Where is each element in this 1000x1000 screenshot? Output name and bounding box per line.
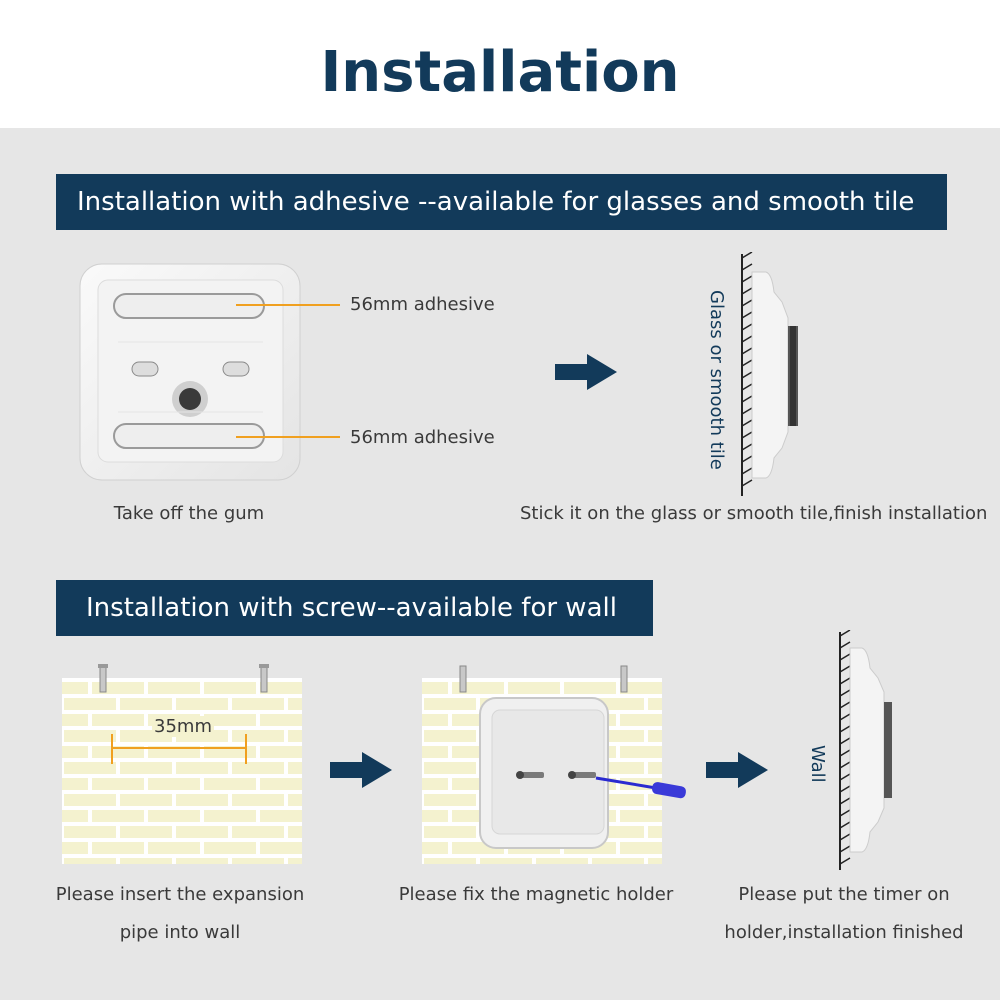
page-title: Installation: [320, 40, 680, 105]
callout-line-bottom: [236, 436, 340, 438]
arrow-right-icon: [555, 354, 617, 390]
callout-label-bottom: 56mm adhesive: [350, 427, 495, 448]
arrow-right-icon: [706, 752, 768, 788]
wall-label: Wall: [807, 745, 828, 783]
brick-wall-image: [62, 664, 302, 864]
wall-side-view-image: [839, 630, 892, 870]
glass-wall-label: Glass or smooth tile: [706, 290, 727, 470]
step-caption-take-off-gum: Take off the gum: [113, 503, 265, 524]
magnetic-holder-image: [422, 665, 686, 864]
screwdriver-icon: [595, 776, 686, 799]
dimension-label-35mm: 35mm: [152, 716, 214, 737]
wall-hatch-icon: [741, 252, 798, 496]
step-caption-put-timer-line2: holder,installation finished: [724, 922, 964, 943]
screw-section-heading: Installation with screw--available for w…: [56, 580, 653, 636]
step-caption-put-timer-line1: Please put the timer on: [738, 884, 950, 905]
step-caption-insert-pipe-line1: Please insert the expansion: [55, 884, 305, 905]
step-caption-insert-pipe-line2: pipe into wall: [119, 922, 241, 943]
header: Installation: [0, 0, 1000, 128]
screw-icon: [98, 664, 108, 693]
callout-label-top: 56mm adhesive: [350, 294, 495, 315]
adhesive-section-heading: Installation with adhesive --available f…: [56, 174, 947, 230]
callout-line-top: [236, 304, 340, 306]
back-plate-image: [79, 263, 301, 481]
arrow-right-icon: [330, 752, 392, 788]
step-caption-fix-holder: Please fix the magnetic holder: [398, 884, 674, 905]
step-caption-stick-on-glass: Stick it on the glass or smooth tile,fin…: [520, 503, 988, 524]
